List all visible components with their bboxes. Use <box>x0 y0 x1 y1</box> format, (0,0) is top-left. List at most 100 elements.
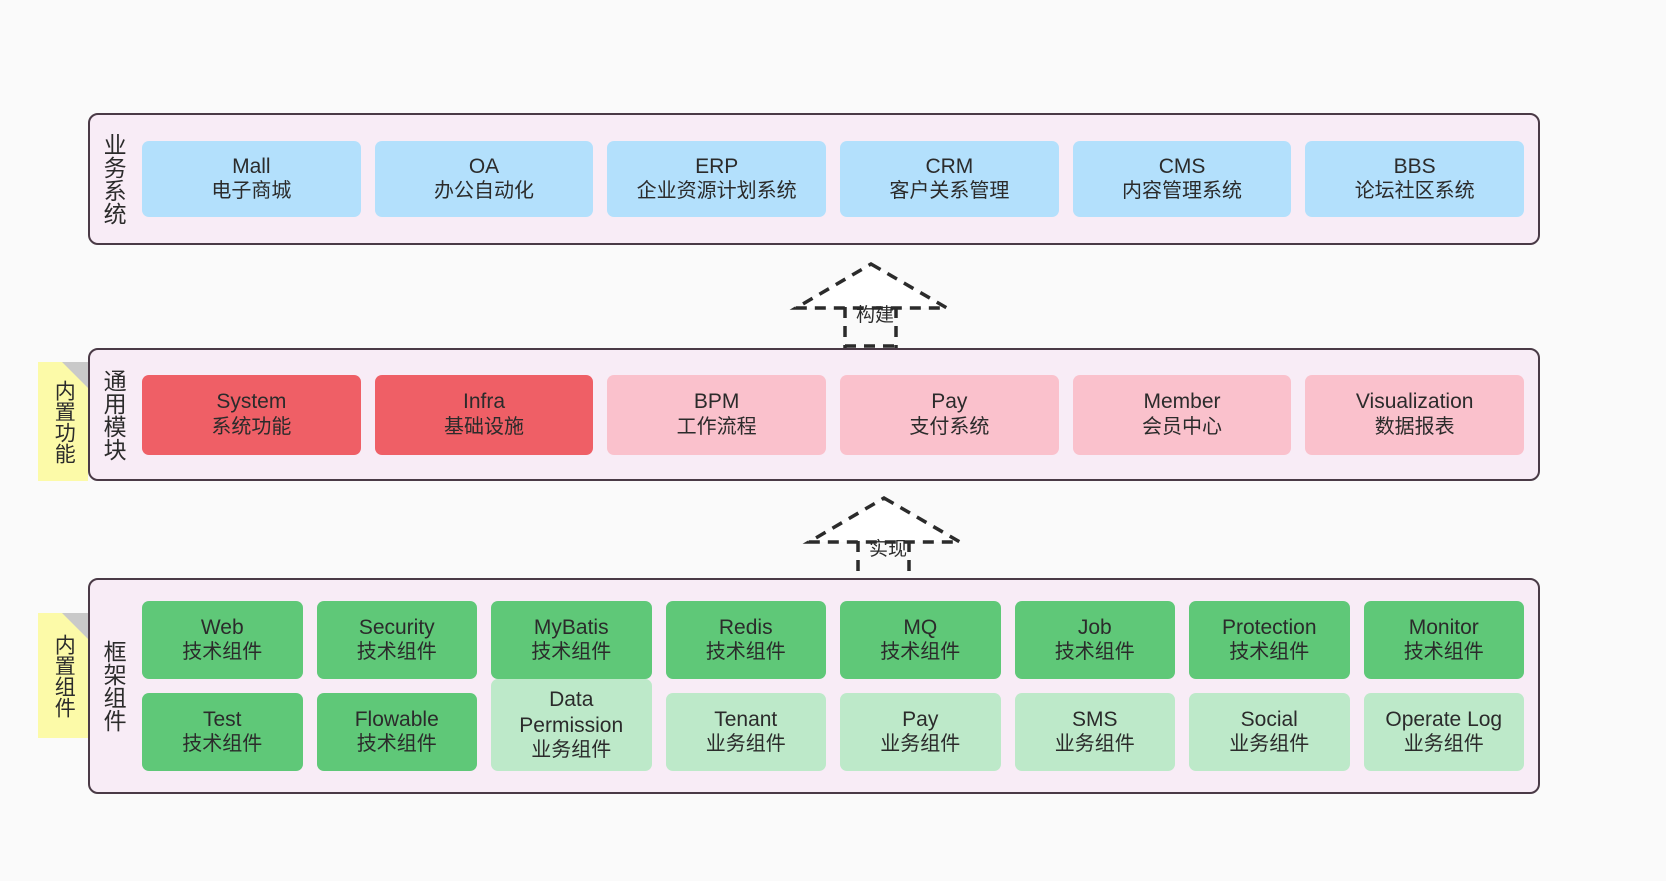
connector-label-implement: 实现 <box>868 539 908 560</box>
node-flowable[interactable]: Flowable 技术组件 <box>316 693 477 771</box>
node-row: Web 技术组件 Security 技术组件 MyBatis 技术组件 Redi… <box>142 601 1524 679</box>
node-mybatis[interactable]: MyBatis 技术组件 <box>491 601 652 679</box>
node-subtitle: 办公自动化 <box>434 180 534 203</box>
node-infra[interactable]: Infra 基础设施 <box>374 374 594 455</box>
node-subtitle: 技术组件 <box>182 733 263 756</box>
node-title: Test <box>202 707 242 731</box>
node-mall[interactable]: Mall 电子商城 <box>142 141 361 217</box>
node-title: Member <box>1143 390 1221 414</box>
node-title: Redis <box>718 615 773 639</box>
node-row: Mall 电子商城 OA 办公自动化 ERP 企业资源计划系统 CRM 客户关系… <box>142 141 1525 217</box>
node-subtitle: 会员中心 <box>1142 415 1223 438</box>
note-text: 内置组件 <box>52 633 76 718</box>
node-subtitle: 业务组件 <box>531 738 612 761</box>
node-erp[interactable]: ERP 企业资源计划系统 <box>607 141 827 217</box>
node-title: ERP <box>695 154 739 178</box>
connector-implement: 实现 <box>802 495 968 582</box>
layer-body-framework-components: Web 技术组件 Security 技术组件 MyBatis 技术组件 Redi… <box>136 580 1538 792</box>
node-title: Monitor <box>1408 615 1479 639</box>
layer-common-modules: 通用模块 System 系统功能 Infra 基础设施 BPM 工作流程 Pay… <box>88 348 1540 481</box>
node-title: MyBatis <box>533 615 609 639</box>
node-subtitle: 技术组件 <box>1054 641 1135 664</box>
node-title: Flowable <box>354 707 439 731</box>
node-data-permission[interactable]: Data Permission 业务组件 <box>491 679 652 771</box>
node-title: Data Permission <box>519 688 624 737</box>
node-cms[interactable]: CMS 内容管理系统 <box>1072 141 1292 217</box>
node-title: Visualization <box>1355 390 1474 414</box>
node-redis[interactable]: Redis 技术组件 <box>665 601 826 679</box>
node-oa[interactable]: OA 办公自动化 <box>374 141 594 217</box>
node-subtitle: 支付系统 <box>909 415 990 438</box>
note-builtin-feature[interactable]: 内置功能 <box>38 362 88 481</box>
node-subtitle: 工作流程 <box>676 415 757 438</box>
node-crm[interactable]: CRM 客户关系管理 <box>840 141 1059 217</box>
node-title: SMS <box>1071 707 1118 731</box>
node-subtitle: 技术组件 <box>880 641 961 664</box>
node-title: Mall <box>232 154 271 178</box>
node-title: MQ <box>903 615 938 639</box>
node-bbs[interactable]: BBS 论坛社区系统 <box>1305 141 1525 217</box>
node-subtitle: 数据报表 <box>1374 415 1455 438</box>
node-title: Social <box>1240 707 1298 731</box>
node-subtitle: 技术组件 <box>531 641 612 664</box>
node-subtitle: 技术组件 <box>356 733 437 756</box>
node-subtitle: 技术组件 <box>1229 641 1310 664</box>
node-visualization[interactable]: Visualization 数据报表 <box>1305 374 1525 455</box>
node-subtitle: 企业资源计划系统 <box>636 180 797 203</box>
node-title: BPM <box>693 390 740 414</box>
node-subtitle: 技术组件 <box>182 641 263 664</box>
node-monitor[interactable]: Monitor 技术组件 <box>1363 601 1524 679</box>
node-subtitle: 业务组件 <box>1403 733 1484 756</box>
node-protection[interactable]: Protection 技术组件 <box>1189 601 1350 679</box>
node-sms[interactable]: SMS 业务组件 <box>1014 693 1175 771</box>
node-row: Test 技术组件 Flowable 技术组件 Data Permission … <box>142 679 1524 771</box>
node-subtitle: 业务组件 <box>880 733 961 756</box>
node-job[interactable]: Job 技术组件 <box>1014 601 1175 679</box>
node-subtitle: 系统功能 <box>211 415 292 438</box>
node-subtitle: 电子商城 <box>211 180 292 203</box>
layer-business-systems: 业务系统 Mall 电子商城 OA 办公自动化 ERP 企业资源计划系统 CRM… <box>88 113 1540 245</box>
layer-body-common-modules: System 系统功能 Infra 基础设施 BPM 工作流程 Pay 支付系统… <box>136 350 1538 479</box>
node-subtitle: 技术组件 <box>1403 641 1484 664</box>
node-title: System <box>216 390 287 414</box>
node-title: Pay <box>902 707 939 731</box>
node-title: Security <box>358 615 435 639</box>
node-title: Web <box>200 615 244 639</box>
node-title: Infra <box>462 390 506 414</box>
node-title: Protection <box>1221 615 1317 639</box>
node-subtitle: 业务组件 <box>1054 733 1135 756</box>
node-subtitle: 技术组件 <box>356 641 437 664</box>
node-row: System 系统功能 Infra 基础设施 BPM 工作流程 Pay 支付系统… <box>142 374 1525 455</box>
node-tenant[interactable]: Tenant 业务组件 <box>665 693 826 771</box>
note-builtin-component[interactable]: 内置组件 <box>38 613 88 738</box>
node-title: CMS <box>1158 154 1206 178</box>
node-title: Job <box>1077 615 1112 639</box>
node-pay[interactable]: Pay 支付系统 <box>840 374 1059 455</box>
layer-body-business-systems: Mall 电子商城 OA 办公自动化 ERP 企业资源计划系统 CRM 客户关系… <box>136 115 1538 243</box>
note-text: 内置功能 <box>52 379 76 464</box>
layer-label-common-modules: 通用模块 <box>100 368 127 461</box>
node-subtitle: 内容管理系统 <box>1122 180 1243 203</box>
node-title: Pay <box>931 390 968 414</box>
layer-label-framework-components: 框架组件 <box>100 640 127 732</box>
connector-build: 构建 <box>789 261 955 348</box>
node-title: CRM <box>925 154 974 178</box>
layer-framework-components: 框架组件 Web 技术组件 Security 技术组件 MyBatis 技术组件… <box>88 578 1540 794</box>
node-title: OA <box>468 154 500 178</box>
node-operate-log[interactable]: Operate Log 业务组件 <box>1363 693 1524 771</box>
node-system[interactable]: System 系统功能 <box>142 374 361 455</box>
node-title: BBS <box>1393 154 1436 178</box>
note-fold-corner-icon <box>62 613 88 639</box>
node-subtitle: 论坛社区系统 <box>1354 180 1475 203</box>
node-security[interactable]: Security 技术组件 <box>316 601 477 679</box>
node-mq[interactable]: MQ 技术组件 <box>840 601 1001 679</box>
layer-label-business-systems: 业务系统 <box>100 133 127 225</box>
node-subtitle: 基础设施 <box>444 415 524 438</box>
node-member[interactable]: Member 会员中心 <box>1072 374 1292 455</box>
node-bpm[interactable]: BPM 工作流程 <box>607 374 827 455</box>
node-pay-biz[interactable]: Pay 业务组件 <box>840 693 1001 771</box>
node-web[interactable]: Web 技术组件 <box>142 601 303 679</box>
node-test[interactable]: Test 技术组件 <box>142 693 303 771</box>
node-subtitle: 客户关系管理 <box>889 180 1010 203</box>
node-social[interactable]: Social 业务组件 <box>1189 693 1350 771</box>
